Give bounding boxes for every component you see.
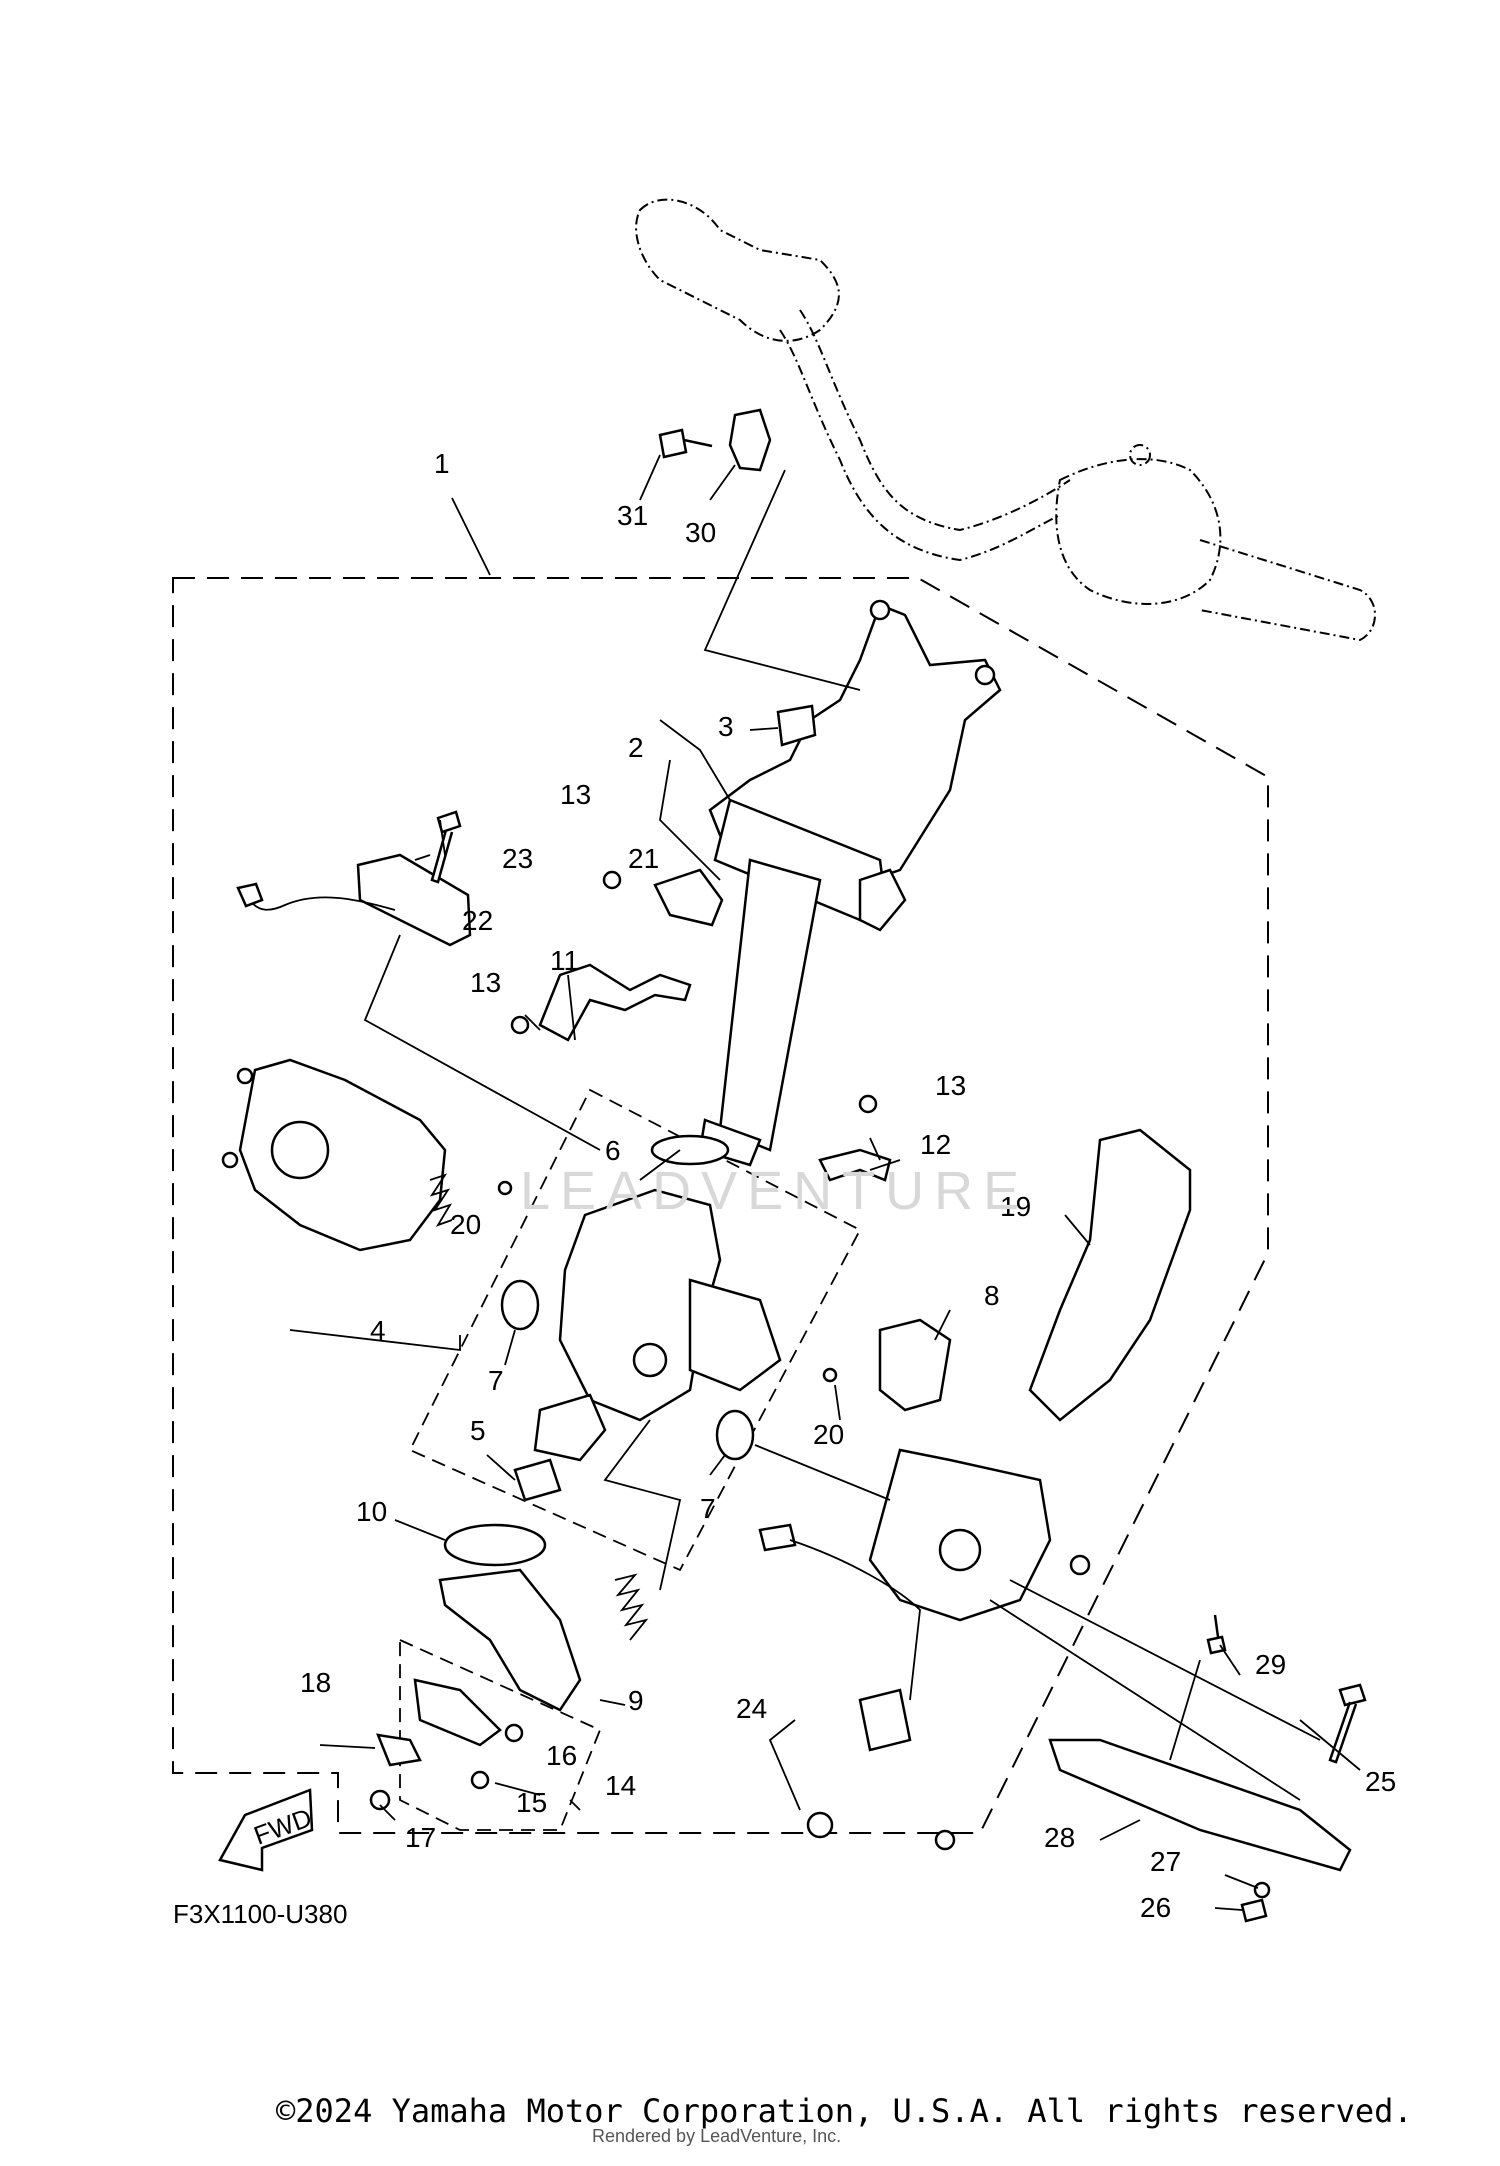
nut-16 xyxy=(504,1723,524,1743)
connector-24 xyxy=(758,1523,956,1851)
callout-4: 4 xyxy=(370,1315,386,1346)
bolt-29 xyxy=(1206,1614,1227,1655)
lock-housing-right xyxy=(868,1448,1091,1622)
callout-11: 11 xyxy=(550,945,579,976)
washer-27 xyxy=(1253,1881,1271,1899)
callout-20-left: 20 xyxy=(450,1209,481,1240)
callout-19: 19 xyxy=(1000,1191,1031,1222)
handlebar-ghost xyxy=(635,198,1376,642)
callout-10: 10 xyxy=(356,1496,387,1527)
plate-28 xyxy=(1048,1738,1352,1872)
bolt-25 xyxy=(1328,1683,1367,1764)
callout-21: 21 xyxy=(628,843,659,874)
cover-19 xyxy=(1028,1128,1192,1422)
fwd-arrow: FWD xyxy=(218,1788,316,1872)
callout-3: 3 xyxy=(718,711,734,742)
callout-16: 16 xyxy=(546,1740,577,1771)
callout-27: 27 xyxy=(1150,1846,1181,1877)
sensor-22 xyxy=(236,853,472,947)
spring-left xyxy=(429,1173,453,1227)
bracket-21 xyxy=(653,868,724,927)
callout-8: 8 xyxy=(984,1280,1000,1311)
figure-code: F3X1100-U380 xyxy=(173,1899,347,1929)
spring-lower xyxy=(614,1573,649,1641)
subassembly-boundary-4 xyxy=(408,1088,862,1572)
callout-28: 28 xyxy=(1044,1822,1075,1853)
callout-25: 25 xyxy=(1365,1766,1396,1797)
callout-6: 6 xyxy=(605,1135,621,1166)
callout-7-right: 7 xyxy=(700,1493,716,1524)
clip-12 xyxy=(818,1148,892,1182)
washer-20-right xyxy=(822,1367,838,1383)
watermark: LEADVENTURE xyxy=(520,1161,1030,1221)
callout-31: 31 xyxy=(617,500,648,531)
callout-12: 12 xyxy=(920,1129,951,1160)
callout-26: 26 xyxy=(1140,1892,1171,1923)
callout-2: 2 xyxy=(628,732,644,763)
callout-13-right: 13 xyxy=(935,1070,966,1101)
collar-3 xyxy=(776,704,817,747)
copyright-notice: ©2024 Yamaha Motor Corporation, U.S.A. A… xyxy=(276,2092,1413,2130)
washer-7-left xyxy=(500,1279,540,1331)
clamp-30 xyxy=(728,408,772,472)
callout-20-right: 20 xyxy=(813,1419,844,1450)
callout-30: 30 xyxy=(685,517,716,548)
callout-18: 18 xyxy=(300,1667,331,1698)
subassembly-boundary-14 xyxy=(399,1638,602,1831)
callout-24: 24 xyxy=(736,1693,767,1724)
washer-20-left xyxy=(497,1180,513,1196)
callout-29: 29 xyxy=(1255,1649,1286,1680)
bracket-9 xyxy=(438,1568,582,1712)
leader-lines xyxy=(289,454,1361,1911)
screw-31 xyxy=(658,428,713,459)
clip-18 xyxy=(376,1733,422,1767)
callout-22: 22 xyxy=(462,905,493,936)
callout-23: 23 xyxy=(502,843,533,874)
coil-8 xyxy=(878,1318,952,1412)
lock-housing-left xyxy=(221,1058,447,1252)
bracket-11 xyxy=(538,963,692,1042)
callout-7-left: 7 xyxy=(488,1365,504,1396)
screw-13-top xyxy=(602,870,622,890)
bolt-23 xyxy=(430,810,462,884)
callout-5: 5 xyxy=(470,1415,486,1446)
callout-labels: 1 2 3 4 5 6 7 7 8 9 10 11 12 13 13 13 14… xyxy=(300,448,1396,1923)
bolt-15 xyxy=(470,1770,490,1790)
screw-13-right xyxy=(858,1094,878,1114)
bushing-5 xyxy=(513,1458,562,1502)
bolt-17 xyxy=(369,1789,391,1811)
callout-15: 15 xyxy=(516,1787,547,1818)
lock-body-4 xyxy=(533,1134,782,1462)
callout-17: 17 xyxy=(405,1822,436,1853)
bracket-14 xyxy=(413,1678,502,1747)
callout-1: 1 xyxy=(434,448,450,479)
disc-10 xyxy=(443,1523,547,1567)
callout-14: 14 xyxy=(605,1770,636,1801)
screw-13-left xyxy=(510,1015,530,1035)
callout-13-top: 13 xyxy=(560,779,591,810)
nut-26 xyxy=(1240,1898,1268,1923)
washer-7-right xyxy=(715,1409,755,1461)
callout-9: 9 xyxy=(628,1685,644,1716)
rendered-by-notice: Rendered by LeadVenture, Inc. xyxy=(592,2126,842,2146)
callout-13-left: 13 xyxy=(470,967,501,998)
